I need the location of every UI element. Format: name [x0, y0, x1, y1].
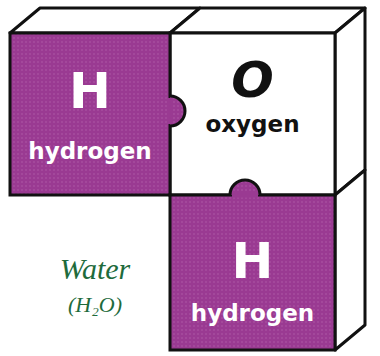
- puzzle-block: Hhydrogen: [172, 212, 333, 348]
- element-symbol: H: [232, 235, 274, 288]
- element-name: hydrogen: [191, 301, 314, 325]
- element-symbol: H: [69, 65, 111, 118]
- oxygen-face: [170, 33, 335, 195]
- puzzle-block: Hhydrogen: [12, 35, 168, 193]
- puzzle-block: Ooxygen: [172, 35, 333, 155]
- element-name: oxygen: [205, 112, 299, 136]
- top-face: [170, 8, 365, 33]
- puzzle-tab: [170, 96, 185, 126]
- side-face: [335, 170, 365, 350]
- tab-joint: [168, 98, 173, 124]
- hydrogen-face: [170, 195, 335, 350]
- element-symbol: O: [231, 54, 274, 107]
- hydrogen-face: [10, 33, 170, 195]
- tab-joint: [232, 193, 258, 198]
- side-face: [335, 8, 365, 195]
- puzzle-tab: [230, 180, 260, 195]
- top-face: [10, 8, 200, 33]
- element-name: hydrogen: [28, 139, 151, 163]
- chemical-formula: (H₂O): [68, 292, 122, 318]
- compound-name: Water: [60, 252, 131, 286]
